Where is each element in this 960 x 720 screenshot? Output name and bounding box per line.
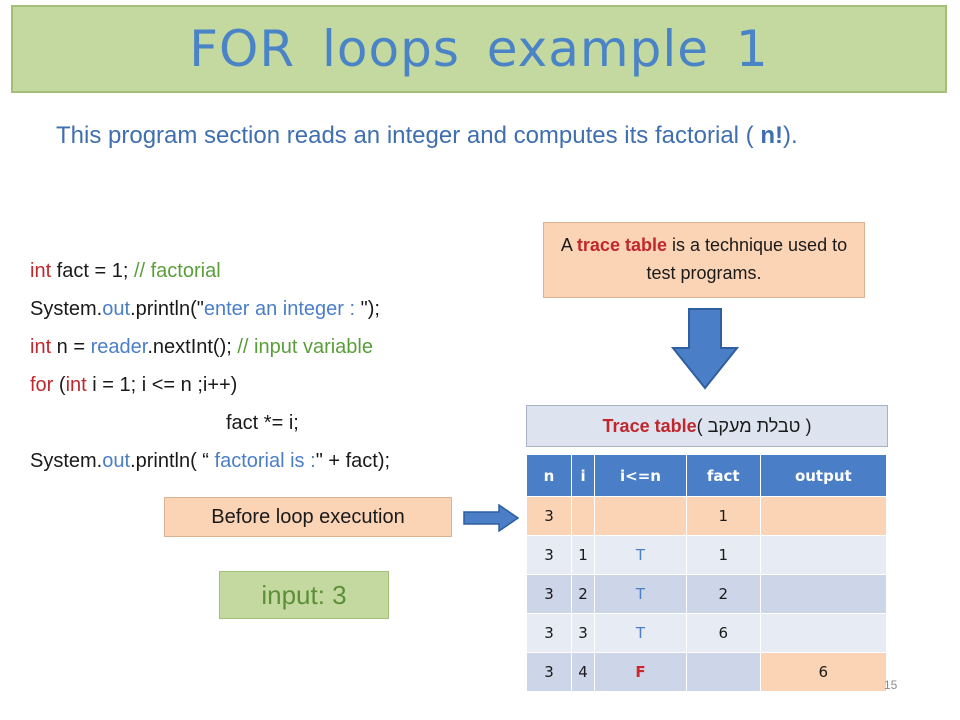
table-row: 3 1 T 1 [526,535,888,575]
page-number: 15 [884,678,898,692]
table-cell: T [594,535,687,575]
table-cell: 3 [526,496,572,536]
code-text: ( [53,374,66,396]
code-text: "); [360,298,380,320]
table-row: 3 1 [526,496,888,536]
title-bar: FOR loops example 1 [11,5,947,93]
code-line-5: fact *= i; [226,412,299,434]
table-cell: T [594,613,687,653]
code-text: n = [51,336,91,358]
table-cell [759,613,888,653]
column-header-fact: fact [685,455,761,497]
column-header-condition: i<=n [594,455,687,497]
table-cell: 3 [526,535,572,575]
code-object: out [102,450,131,472]
code-line-6: System.out.println( “ factorial is :" + … [30,442,520,480]
table-cell: T [594,574,687,614]
intro-text: This program section reads an integer an… [56,116,876,156]
code-text: " + fact); [315,450,391,472]
right-arrow-icon [463,504,519,532]
code-object: reader [90,336,148,358]
note-post: is a technique used to test programs. [646,235,848,283]
table-cell [594,496,687,536]
table-cell: 2 [570,574,596,614]
table-row: 3 3 T 6 [526,613,888,653]
table-cell [570,496,596,536]
code-text: .println( “ [130,450,215,472]
table-cell: 6 [685,613,761,653]
code-text: .println(" [130,298,204,320]
trace-table-title: Trace table [602,415,697,436]
table-cell: 3 [526,574,572,614]
trace-table-note: A trace table is a technique used to tes… [543,222,865,298]
column-header-n: n [526,455,572,497]
table-cell: 1 [685,496,761,536]
table-cell: 3 [526,613,572,653]
column-header-output: output [759,455,888,497]
before-loop-label: Before loop execution [164,497,452,537]
code-line-1: int fact = 1; // factorial [30,252,520,290]
code-keyword: for [30,374,54,396]
note-pre: A [560,235,577,255]
trace-table-header-row: n i i<=n fact output [526,455,888,497]
code-string: factorial is : [214,450,316,472]
intro-part1: This program section reads an integer an… [56,122,761,149]
code-comment: // input variable [237,336,373,358]
code-text: System. [30,450,103,472]
code-line-3: int n = reader.nextInt(); // input varia… [30,328,520,366]
table-cell: 3 [526,652,572,692]
code-text: .nextInt(); [147,336,238,358]
table-cell: 3 [570,613,596,653]
down-arrow-icon [671,308,739,390]
code-block: int fact = 1; // factorial System.out.pr… [30,252,520,480]
table-cell: 2 [685,574,761,614]
table-cell: 1 [685,535,761,575]
intro-part2: ). [783,122,798,149]
slide-title: FOR loops example 1 [189,20,769,78]
table-row: 3 4 F 6 [526,652,888,692]
table-row: 3 2 T 2 [526,574,888,614]
code-line-2: System.out.println("enter an integer : "… [30,290,520,328]
intro-bold: n! [760,122,783,149]
code-line-4: for (int i = 1; i <= n ;i++) [30,366,520,404]
code-text: System. [30,298,103,320]
code-keyword: int [30,336,52,358]
table-cell: F [594,652,687,692]
code-keyword: int [30,260,52,282]
table-cell: 1 [570,535,596,575]
code-string: enter an integer : [203,298,361,320]
code-comment: // factorial [133,260,221,282]
table-cell: 6 [759,652,888,692]
note-highlight: trace table [576,235,667,255]
trace-table: n i i<=n fact output 3 1 3 1 T 1 3 2 T 2 [526,455,888,692]
table-cell [685,652,761,692]
column-header-i: i [570,455,596,497]
code-keyword: int [65,374,87,396]
trace-table-hebrew: ( טבלת מעקב ) [696,415,812,436]
input-label: input: 3 [219,571,389,619]
trace-table-header: Trace table ( טבלת מעקב ) [526,405,888,447]
table-cell [759,535,888,575]
code-text: fact = 1; [51,260,134,282]
table-cell [759,496,888,536]
code-object: out [102,298,131,320]
table-cell [759,574,888,614]
table-cell: 4 [570,652,596,692]
code-text: i = 1; i <= n ;i++) [86,374,238,396]
